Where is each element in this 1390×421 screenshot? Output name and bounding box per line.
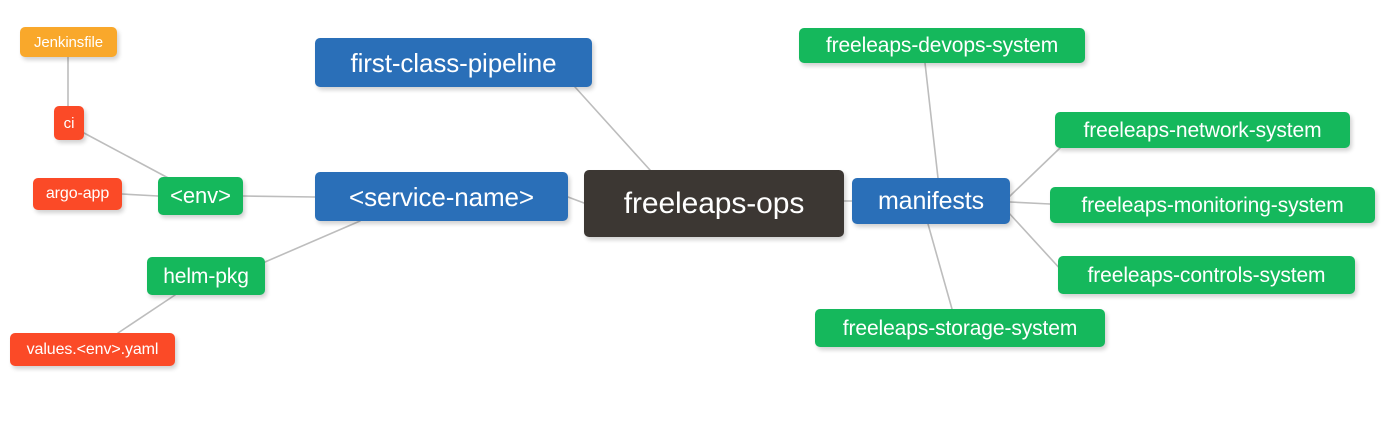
edge-service-name-to-helm-pkg	[264, 220, 361, 263]
edge-service-name-to-env	[242, 195, 316, 198]
edge-root-to-first-class-pipeline	[574, 86, 651, 171]
node-label-freeleaps-controls-system: freeleaps-controls-system	[1087, 263, 1326, 287]
edge-manifests-to-freeleaps-storage-system	[927, 223, 953, 310]
node-label-first-class-pipeline: first-class-pipeline	[350, 47, 557, 78]
edge-root-to-service-name	[567, 196, 585, 204]
edge-env-to-argo-app	[121, 193, 159, 197]
node-label-ci: ci	[63, 114, 75, 132]
node-label-values-env-yaml: values.<env>.yaml	[26, 340, 159, 358]
node-service-name[interactable]: <service-name>	[315, 172, 568, 221]
node-values-env-yaml[interactable]: values.<env>.yaml	[10, 333, 175, 366]
node-helm-pkg[interactable]: helm-pkg	[147, 257, 265, 295]
node-freeleaps-controls-system[interactable]: freeleaps-controls-system	[1058, 256, 1355, 294]
node-ci[interactable]: ci	[54, 106, 84, 140]
node-label-argo-app: argo-app	[45, 185, 110, 202]
node-label-freeleaps-storage-system: freeleaps-storage-system	[842, 316, 1078, 340]
node-label-freeleaps-monitoring-system: freeleaps-monitoring-system	[1081, 193, 1344, 217]
node-env[interactable]: <env>	[158, 177, 243, 215]
node-label-freeleaps-network-system: freeleaps-network-system	[1083, 118, 1322, 142]
edge-env-to-ci	[83, 132, 173, 181]
node-manifests[interactable]: manifests	[852, 178, 1010, 224]
node-label-jenkinsfile: Jenkinsfile	[34, 33, 103, 51]
node-label-root: freeleaps-ops	[623, 186, 805, 220]
node-label-env: <env>	[170, 183, 231, 208]
node-first-class-pipeline[interactable]: first-class-pipeline	[315, 38, 592, 87]
node-freeleaps-storage-system[interactable]: freeleaps-storage-system	[815, 309, 1105, 347]
node-argo-app[interactable]: argo-app	[33, 178, 122, 210]
node-root[interactable]: freeleaps-ops	[584, 170, 844, 237]
node-freeleaps-network-system[interactable]: freeleaps-network-system	[1055, 112, 1350, 148]
edge-manifests-to-freeleaps-devops-system	[924, 62, 939, 179]
node-label-helm-pkg: helm-pkg	[163, 264, 249, 288]
edge-manifests-to-freeleaps-monitoring-system	[1009, 201, 1051, 205]
node-freeleaps-devops-system[interactable]: freeleaps-devops-system	[799, 28, 1085, 63]
node-label-freeleaps-devops-system: freeleaps-devops-system	[825, 34, 1059, 57]
node-label-service-name: <service-name>	[348, 181, 535, 212]
node-jenkinsfile[interactable]: Jenkinsfile	[20, 27, 117, 57]
node-freeleaps-monitoring-system[interactable]: freeleaps-monitoring-system	[1050, 187, 1375, 223]
node-label-manifests: manifests	[877, 186, 985, 215]
edge-helm-pkg-to-values-env-yaml	[117, 294, 176, 334]
